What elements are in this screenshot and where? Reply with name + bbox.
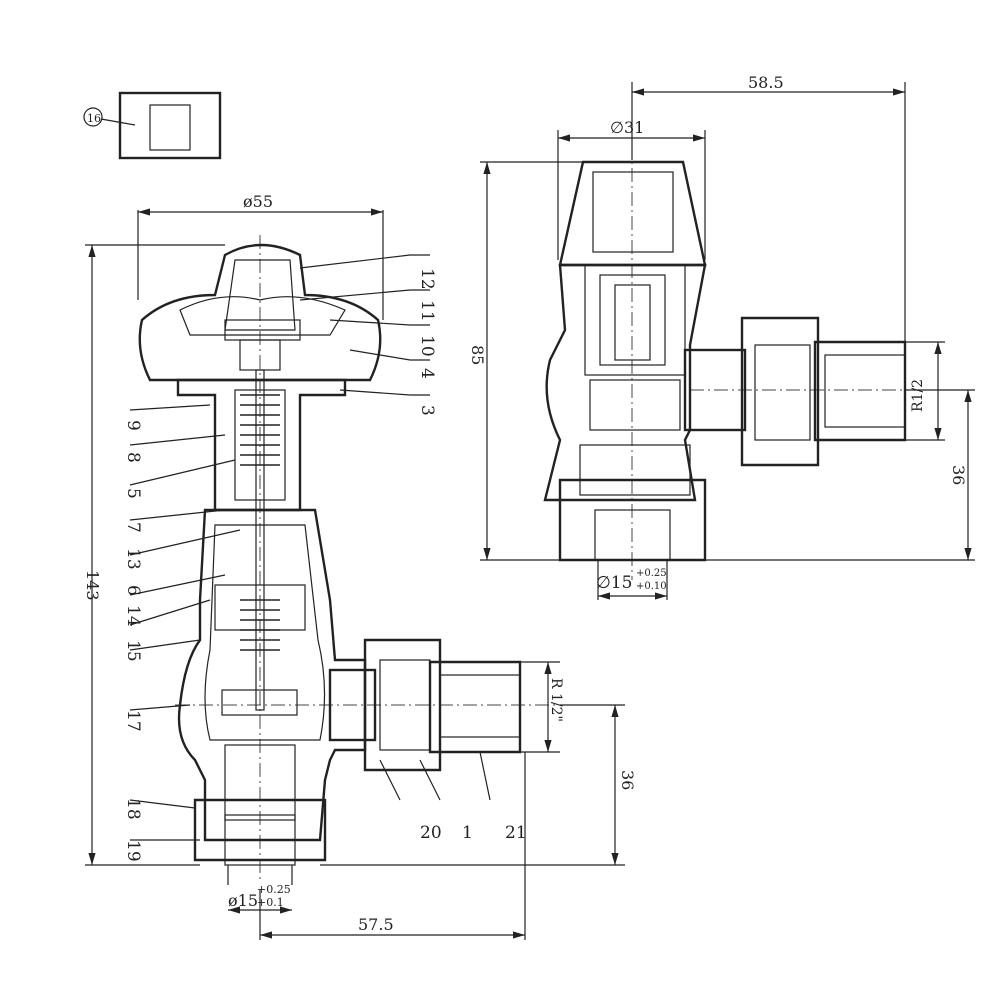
thread-label: R 1/2" [548,678,564,722]
dim-outlet-offset: 57.5 [358,915,394,934]
part-label-1: 1 [462,823,473,843]
part-label-4: 4 [417,368,437,379]
part-label-7: 7 [123,522,143,533]
dim-head-diameter: ∅31 [610,118,644,137]
right-tail-dim-lower: +0.10 [636,581,667,592]
dim-right-height: 85 [468,345,487,365]
union-nut [363,638,442,772]
part-label-8: 8 [123,452,143,463]
part-label-17: 17 [123,710,143,732]
right-tail-dim-base: ∅15 [596,573,632,593]
tail-dim-upper: +0.25 [257,883,291,896]
tail-dim-base: ø15 [228,891,258,910]
part-label-13: 13 [123,548,143,570]
part-label-19: 19 [123,840,143,862]
right-tailpiece [813,340,907,442]
part-label-5: 5 [123,488,143,499]
dim-overall-width: 58.5 [748,73,784,92]
valve-body [177,508,367,842]
part-label-15: 15 [123,640,143,662]
dim-right-outlet-height: 36 [949,465,968,485]
right-tail-dim-upper: +0.25 [636,568,667,579]
part-label-18: 18 [123,798,143,820]
part-label-12: 12 [417,268,437,290]
tail-dim-lower: +0.1 [257,896,284,909]
part-label-20: 20 [420,823,442,843]
part-label-11: 11 [417,300,437,322]
dim-outlet-height: 36 [618,770,637,790]
right-valve-body [543,263,707,502]
part-label-10: 10 [417,335,437,357]
part-label-21: 21 [505,823,527,843]
handle-head [138,243,382,382]
right-valve-section: 58.5 ∅31 85 R1/2 36 ∅15 +0.25 +0.10 [468,73,975,600]
detail-part-16: 16 [83,91,222,160]
left-valve-section: 12 11 10 4 3 9 8 5 7 13 6 14 15 17 18 19… [83,192,637,940]
part-label-3: 3 [417,405,437,416]
part-label-9: 9 [123,420,143,431]
dim-cap-diameter: ø55 [243,192,273,211]
dim-overall-height: 143 [83,570,102,601]
part-label-16: 16 [87,112,101,125]
right-thread-label: R1/2 [910,379,926,412]
part-label-14: 14 [123,605,143,627]
part-label-6: 6 [123,585,143,596]
right-union-nut [740,316,820,467]
